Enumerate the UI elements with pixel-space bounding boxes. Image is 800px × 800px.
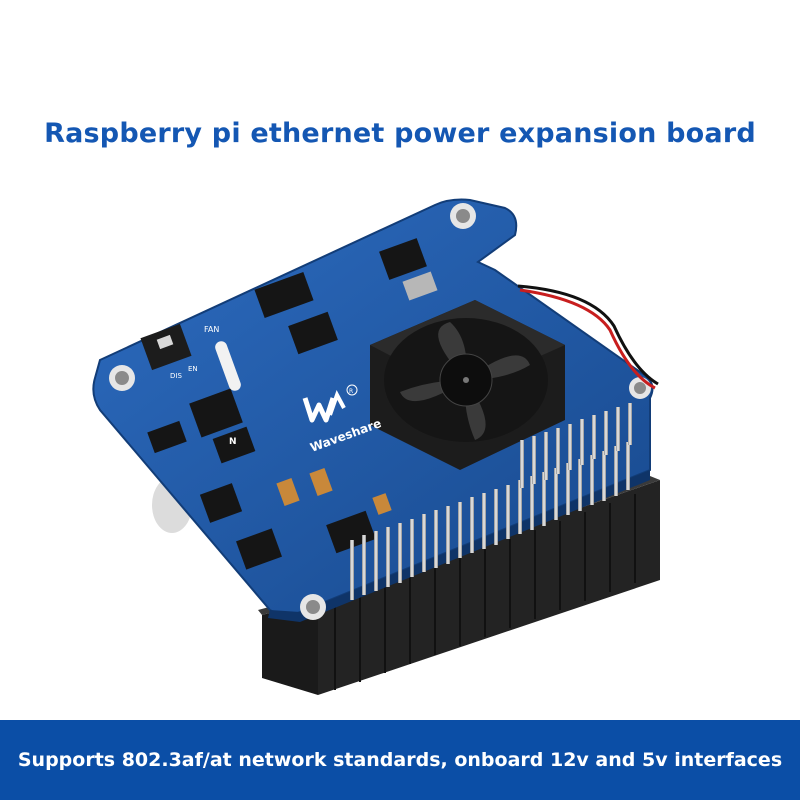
capacitors (276, 467, 392, 515)
cooling-fan (370, 300, 565, 470)
switch-label-en: EN (188, 365, 198, 373)
fan-cable-black (517, 284, 659, 386)
label-slot (215, 341, 241, 391)
power-switch (140, 323, 192, 371)
mounting-holes (109, 203, 651, 620)
product-image: DIS EN FAN N R Waveshare (92, 198, 660, 695)
gray-module (402, 271, 438, 301)
chip-marking: N (229, 437, 237, 447)
fan-cable-red (519, 288, 656, 390)
logo-registered-mark: R (349, 388, 353, 395)
fan-label: FAN (204, 325, 219, 334)
poe-hat-illustration: DIS EN FAN N R Waveshare (92, 198, 660, 695)
page-title: Raspberry pi ethernet power expansion bo… (44, 118, 756, 149)
switch-label-dis: DIS (170, 372, 182, 380)
feature-banner: Supports 802.3af/at network standards, o… (0, 720, 800, 800)
feature-caption: Supports 802.3af/at network standards, o… (17, 749, 783, 771)
gpio-pins (350, 403, 632, 600)
